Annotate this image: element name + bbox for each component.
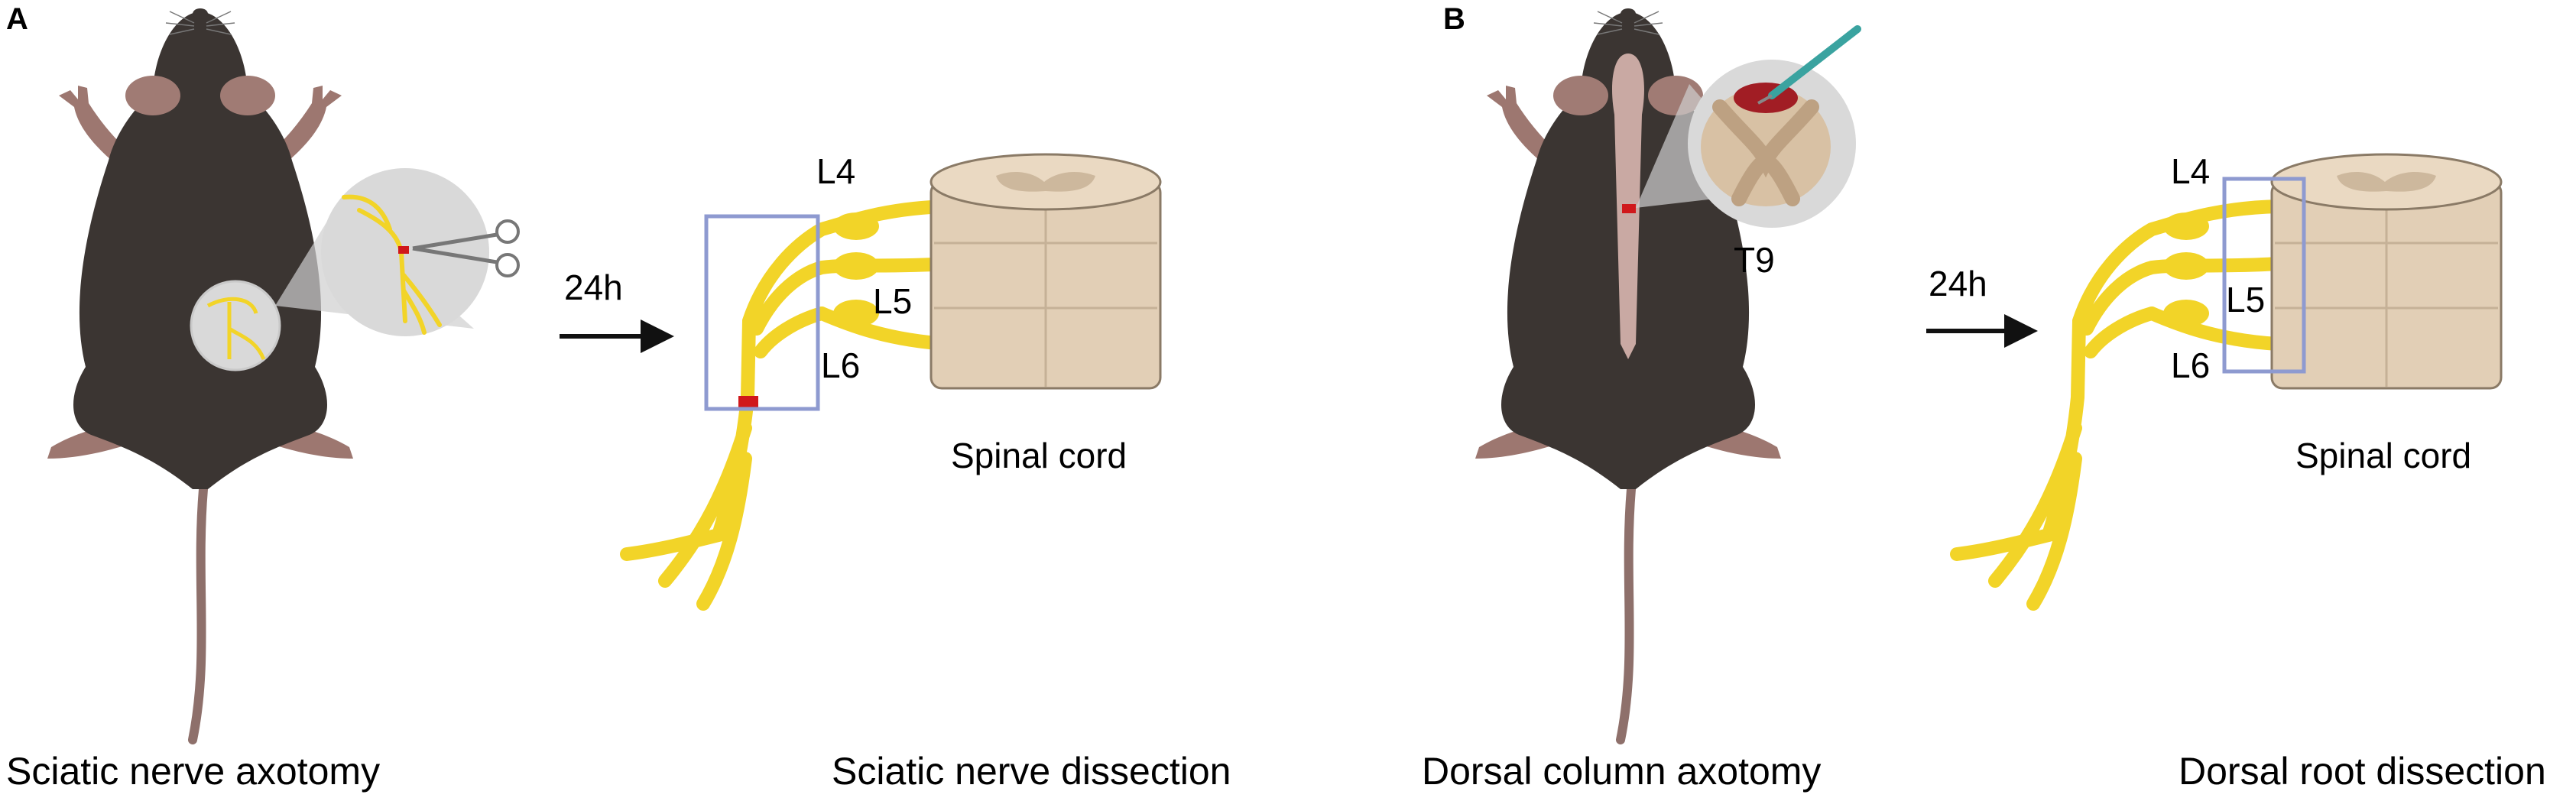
caption-sciatic-axotomy: Sciatic nerve axotomy <box>6 750 380 793</box>
lesion-marker-b <box>1622 204 1636 213</box>
spinal-cord-icon <box>930 153 1162 390</box>
arrow-label-b: 24h <box>1929 264 1987 303</box>
level-l6-b: L6 <box>2171 345 2210 385</box>
arrow-right-icon <box>560 319 674 353</box>
caption-dorsal-root-dissection: Dorsal root dissection <box>2179 750 2546 793</box>
panel-b-letter: B <box>1443 2 1465 36</box>
dorsal-root-diagram <box>1950 199 2285 611</box>
mouse-icon <box>47 8 353 740</box>
level-l5-b: L5 <box>2226 280 2265 319</box>
arrow-right-icon <box>1926 314 2038 348</box>
level-l4-b: L4 <box>2171 151 2210 191</box>
sciatic-nerve-diagram <box>620 199 955 611</box>
panel-a: A 24h L4 L5 L6 Spinal cord Sc <box>6 2 1231 793</box>
panel-b: B T9 24h L4 L5 L6 <box>1422 2 2546 793</box>
dissection-box-a <box>704 214 820 411</box>
level-l4-a: L4 <box>816 151 855 191</box>
organ-label-a: Spinal cord <box>951 436 1127 475</box>
level-l5-a: L5 <box>873 281 912 321</box>
caption-sciatic-dissection: Sciatic nerve dissection <box>832 750 1231 793</box>
arrow-label-a: 24h <box>564 268 623 307</box>
level-l6-a: L6 <box>821 345 860 385</box>
caption-dorsal-axotomy: Dorsal column axotomy <box>1422 750 1821 793</box>
organ-label-b: Spinal cord <box>2295 436 2471 475</box>
needle-icon <box>1757 25 1861 105</box>
dissection-box-b <box>2222 177 2306 374</box>
nerve-site-inset <box>190 280 281 371</box>
spinal-cord-icon <box>2270 153 2503 390</box>
lesion-marker-a <box>738 396 758 410</box>
nerve-icon <box>342 194 442 335</box>
injury-level-label: T9 <box>1734 240 1775 280</box>
panel-a-letter: A <box>6 2 28 36</box>
